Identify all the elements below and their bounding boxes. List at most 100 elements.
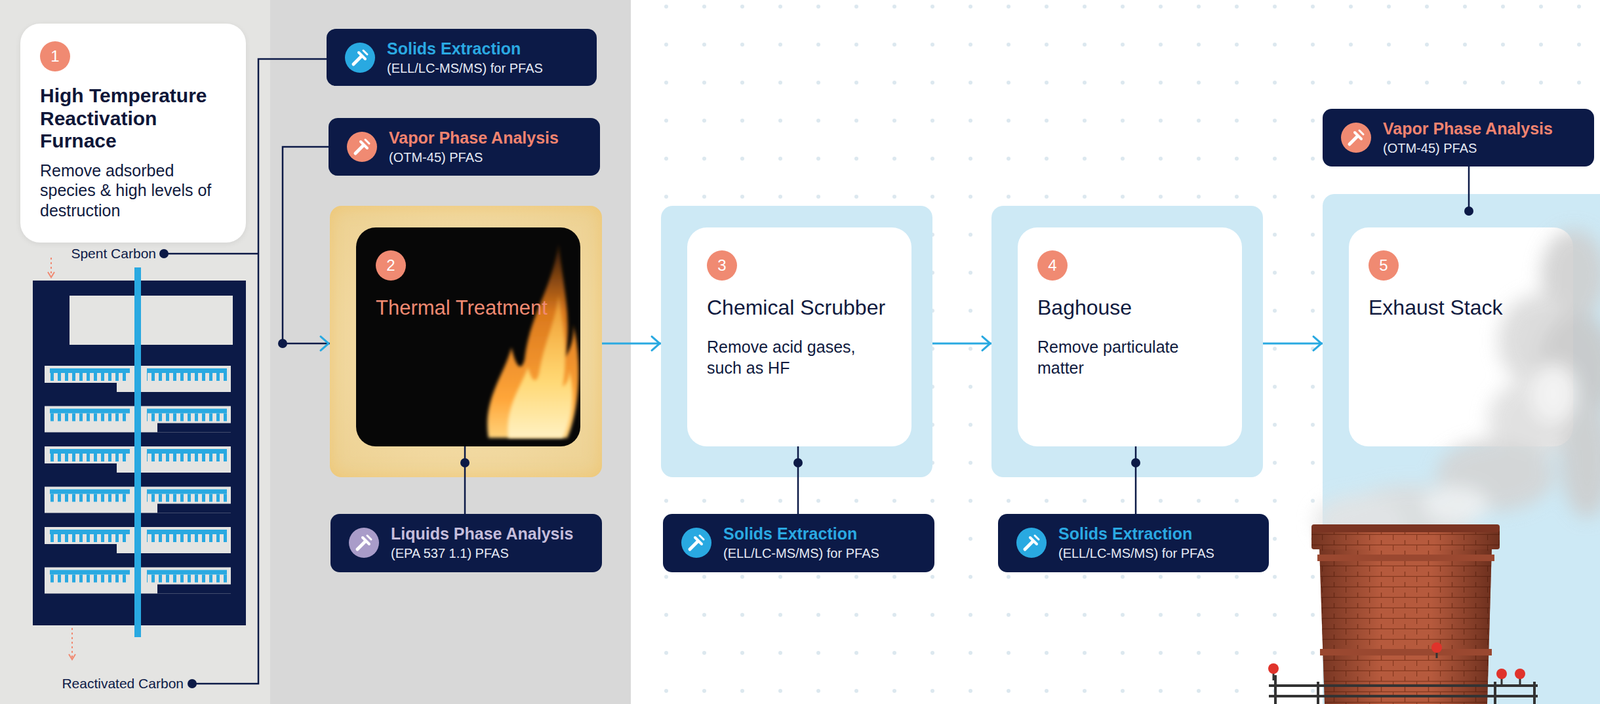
furnace-illustration — [49, 409, 130, 414]
analysis-method: (ELL/LC-MS/MS) for PFAS — [723, 545, 924, 562]
flow-arrow — [282, 146, 330, 351]
furnace-illustration — [49, 529, 130, 535]
arrow-head — [651, 336, 660, 351]
analysis-icon — [1024, 535, 1039, 550]
furnace-illustration — [49, 570, 130, 576]
sample-point — [460, 458, 470, 468]
flow-arrow — [601, 336, 661, 351]
furnace-illustration — [44, 382, 117, 393]
box-title: High Temperature Reactivation Furnace — [40, 84, 227, 153]
carbon-flow-arrow — [71, 628, 73, 658]
connector-line — [601, 342, 661, 345]
furnace-illustration — [146, 368, 227, 374]
furnace-illustration — [49, 453, 130, 462]
smoke-illustration — [1422, 486, 1489, 524]
carbon-leader-lines — [163, 253, 259, 256]
step-number: 1 — [40, 41, 71, 72]
smoke-illustration — [1531, 363, 1578, 423]
process-band: 3Chemical ScrubberRemove acid gases, suc… — [660, 205, 933, 478]
furnace-illustration — [146, 570, 227, 576]
box-title: Exhaust Stack — [1368, 295, 1554, 320]
chimney-illustration — [1319, 547, 1492, 704]
analysis-icon — [348, 527, 380, 559]
connector-line — [1468, 166, 1471, 195]
sample-line — [1468, 166, 1470, 195]
port-label: Reactivated Carbon — [61, 676, 184, 692]
furnace-illustration — [49, 413, 130, 422]
analysis-title: Solids Extraction — [386, 39, 587, 59]
analysis-icon — [353, 50, 368, 65]
analysis-method: (EPA 537 1.1) PFAS — [390, 545, 592, 562]
furnace-illustration — [49, 368, 130, 374]
analysis-icon — [355, 139, 370, 154]
chimney-illustration — [1268, 524, 1538, 704]
furnace-illustration — [49, 575, 130, 583]
chimney-illustration — [1311, 524, 1500, 533]
left-panel — [0, 0, 271, 704]
box-title: Baghouse — [1037, 295, 1223, 320]
chimney-illustration — [1496, 668, 1507, 680]
carbon-flow-arrow — [68, 654, 76, 660]
furnace-illustration — [49, 489, 130, 495]
chimney-illustration — [1268, 663, 1279, 675]
furnace-illustration — [49, 534, 130, 543]
furnace-illustration — [146, 534, 227, 543]
furnace-illustration — [146, 453, 227, 462]
step-card: 4BaghouseRemove particulate matter — [1017, 227, 1242, 447]
sample-point — [1464, 206, 1474, 216]
carbon-flow-arrow — [47, 272, 55, 278]
analysis-title: Vapor Phase Analysis — [388, 128, 590, 148]
box-title: Thermal Treatment — [375, 295, 561, 322]
chimney-illustration — [1319, 547, 1492, 704]
box-body: Remove acid gases, such as HF — [706, 337, 892, 379]
furnace-illustration — [44, 463, 117, 473]
arrow-head — [1313, 336, 1322, 351]
furnace-illustration — [157, 423, 231, 433]
box-title: Chemical Scrubber — [706, 295, 892, 320]
sample-point — [1131, 458, 1141, 468]
step-number: 3 — [706, 250, 738, 281]
furnace-illustration — [134, 267, 141, 638]
analysis-icon — [1016, 527, 1047, 559]
connector-line — [1135, 477, 1138, 515]
middle-panel — [270, 0, 631, 704]
carbon-leader-lines — [159, 249, 169, 259]
analysis-method: (OTM-45) PFAS — [1382, 140, 1584, 157]
arrow-head — [982, 336, 991, 351]
carbon-flow-arrow — [50, 257, 52, 276]
furnace-illustration — [157, 584, 231, 595]
chimney-illustration — [1268, 675, 1538, 704]
furnace-illustration — [49, 449, 130, 454]
analysis-icon — [357, 535, 372, 550]
analysis-icon — [344, 42, 376, 73]
furnace-illustration — [146, 409, 227, 414]
furnace-illustration — [157, 504, 231, 514]
sample-line — [798, 477, 799, 515]
arrow-head — [320, 336, 329, 351]
chimney-illustration — [1431, 642, 1442, 654]
carbon-leader-lines — [187, 679, 197, 689]
carbon-label: Spent Carbon — [70, 245, 157, 262]
furnace-illustration — [49, 373, 130, 381]
furnace-illustration — [146, 449, 227, 454]
analysis-title: Vapor Phase Analysis — [1382, 119, 1584, 139]
analysis-icon — [344, 42, 1372, 559]
box-body: Remove adsorbed species & high levels of… — [40, 160, 227, 221]
carbon-label: Reactivated Carbon — [61, 676, 184, 692]
process-band: 4BaghouseRemove particulate matter — [991, 205, 1263, 478]
chimney-illustration — [1514, 668, 1526, 680]
analysis-method: (ELL/LC-MS/MS) for PFAS — [1058, 545, 1259, 562]
sample-point — [278, 194, 1474, 478]
flow-arrow — [1262, 336, 1323, 351]
chimney-illustration — [1320, 649, 1492, 656]
analysis-icon — [681, 527, 712, 559]
furnace-illustration — [146, 489, 227, 495]
furnace-illustration — [44, 544, 117, 554]
step-card: 3Chemical ScrubberRemove acid gases, suc… — [687, 227, 912, 447]
process-box: 1High Temperature Reactivation FurnaceRe… — [20, 23, 246, 243]
furnace-illustration — [146, 413, 227, 422]
smoke-illustration — [1314, 229, 1600, 548]
analysis-title: Liquids Phase Analysis — [390, 524, 592, 544]
analysis-method: (OTM-45) PFAS — [388, 149, 590, 166]
sample-line — [1135, 477, 1137, 515]
